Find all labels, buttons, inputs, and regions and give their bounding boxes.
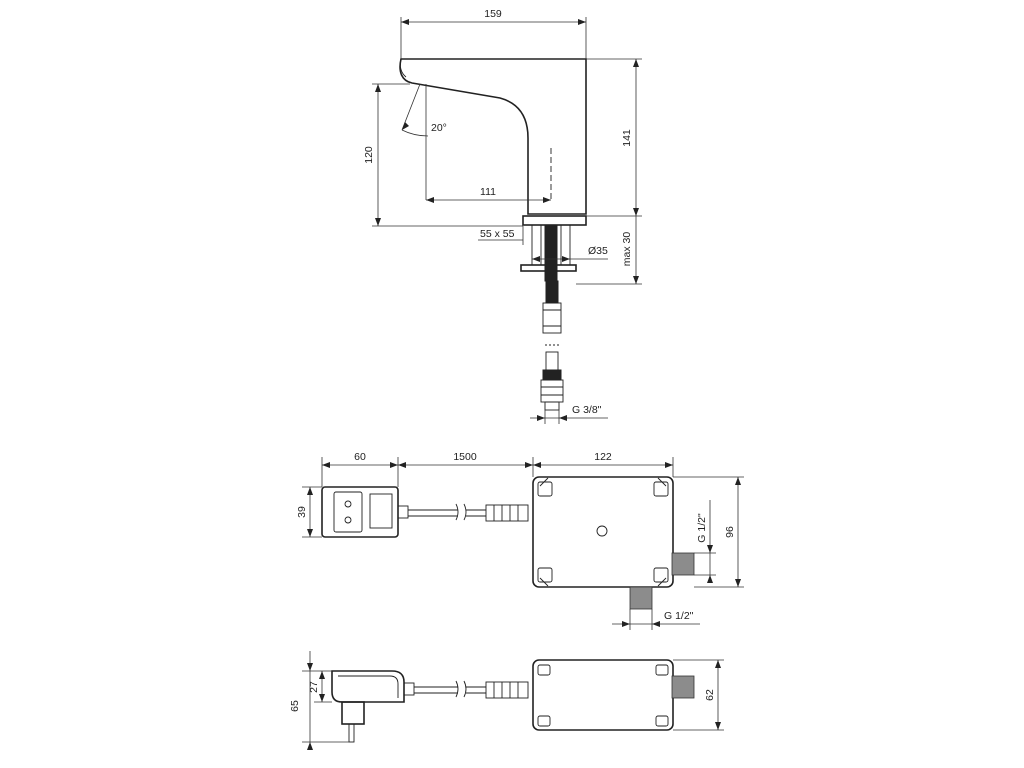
hose-lower (545, 351, 559, 371)
hose-fitting-upper (542, 302, 562, 334)
dim-height-label: 141 (621, 129, 633, 147)
dim-angle-label: 20° (431, 122, 447, 134)
dim-spout-height-label: 120 (363, 146, 375, 164)
adapter-plug-pin (344, 500, 352, 508)
base-plate (522, 215, 587, 226)
dim-inlet-thread-label: G 1/2" (664, 610, 694, 622)
dim-plug-total-label: 65 (289, 700, 301, 712)
inlet-fitting (629, 586, 653, 610)
dim-thread-label: G 3/8" (572, 404, 602, 416)
dim-box-width-label: 122 (594, 451, 612, 463)
valve-center-mark (596, 525, 608, 537)
power-adapter-side (331, 670, 405, 703)
dim-diameter-label: Ø35 (588, 245, 608, 257)
hose-nut (540, 379, 564, 403)
adapter-plug-body (341, 701, 365, 725)
dim-width-label: 159 (484, 8, 502, 20)
outlet-fitting-side (671, 675, 695, 699)
dim-box-height-label: 96 (724, 526, 736, 538)
control-unit-side-view: 65 27 62 (289, 651, 724, 750)
dim-adapter-width-label: 60 (354, 451, 366, 463)
dim-adapter-height-label: 39 (296, 506, 308, 518)
adapter-plug-pin (344, 516, 352, 524)
dim-cable-length-label: 1500 (453, 451, 477, 463)
control-box-top (532, 476, 674, 588)
dim-reach-label: 111 (480, 186, 496, 198)
fixing-washer (520, 264, 577, 272)
cable-strain-relief (485, 681, 529, 699)
cable-strain-relief (485, 504, 529, 522)
dim-outlet-thread-label: G 1/2" (696, 513, 708, 543)
cable-break-mark (455, 503, 467, 521)
hose-upper (545, 280, 559, 304)
threaded-rod (544, 224, 558, 282)
power-cable (408, 509, 458, 517)
dim-base-label: 55 x 55 (480, 228, 515, 240)
adapter-label-area (369, 493, 393, 529)
faucet-side-view: 159 141 120 20° 111 55 x 55 Ø35 (363, 8, 642, 424)
faucet-spout-tip (399, 58, 407, 78)
outlet-fitting (671, 552, 695, 576)
hose-fitting-lower (542, 369, 562, 381)
adapter-plug-pin-side (348, 723, 355, 743)
dim-adapter-depth-label: 27 (308, 681, 320, 693)
faucet-body-outline (399, 58, 587, 215)
dim-max-thickness-label: max 30 (621, 232, 633, 267)
power-cable-side (414, 686, 458, 694)
power-adapter-top (321, 486, 399, 538)
control-unit-top-view: 60 1500 122 39 96 G 1/2" G 1/2 (296, 451, 744, 630)
control-box-side (532, 659, 674, 731)
adapter-plug-face (333, 491, 363, 533)
cable-break-mark (455, 680, 467, 698)
dim-box-depth-label: 62 (704, 689, 716, 701)
